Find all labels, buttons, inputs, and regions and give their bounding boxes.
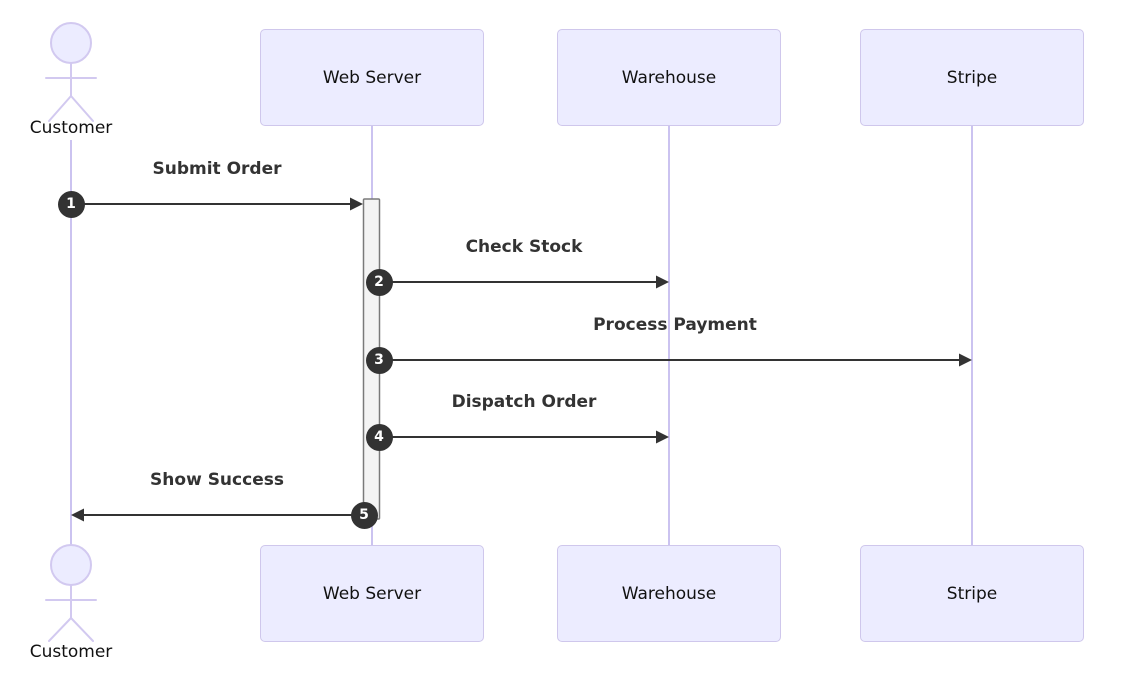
- actor-icon-bottom: [45, 544, 97, 642]
- message-arrow-3: [379, 353, 972, 367]
- actor-label-top: Customer: [29, 118, 113, 138]
- message-label-3: Process Payment: [593, 315, 757, 335]
- message-label-2: Check Stock: [465, 237, 583, 257]
- participant-box-warehouse-top: Warehouse: [557, 29, 781, 126]
- participant-box-web-server-top: Web Server: [260, 29, 484, 126]
- sequence-number-badge-2: 2: [365, 268, 393, 296]
- message-label-4: Dispatch Order: [451, 392, 597, 412]
- participant-box-stripe-bottom: Stripe: [860, 545, 1084, 642]
- participant-box-warehouse-bottom: Warehouse: [557, 545, 781, 642]
- sequence-number-badge-5: 5: [350, 501, 378, 529]
- message-arrow-2: [379, 275, 669, 289]
- message-arrow-5: [71, 508, 364, 522]
- message-label-5: Show Success: [150, 470, 284, 490]
- sequence-number-badge-3: 3: [365, 346, 393, 374]
- actor-icon-top: [45, 22, 97, 122]
- message-arrow-1: [71, 197, 363, 211]
- participant-box-stripe-top: Stripe: [860, 29, 1084, 126]
- participant-box-web-server-bottom: Web Server: [260, 545, 484, 642]
- sequence-number-badge-4: 4: [365, 423, 393, 451]
- message-arrow-4: [379, 430, 669, 444]
- sequence-number-badge-1: 1: [57, 190, 85, 218]
- message-label-1: Submit Order: [152, 159, 282, 179]
- actor-label-bottom: Customer: [29, 642, 113, 662]
